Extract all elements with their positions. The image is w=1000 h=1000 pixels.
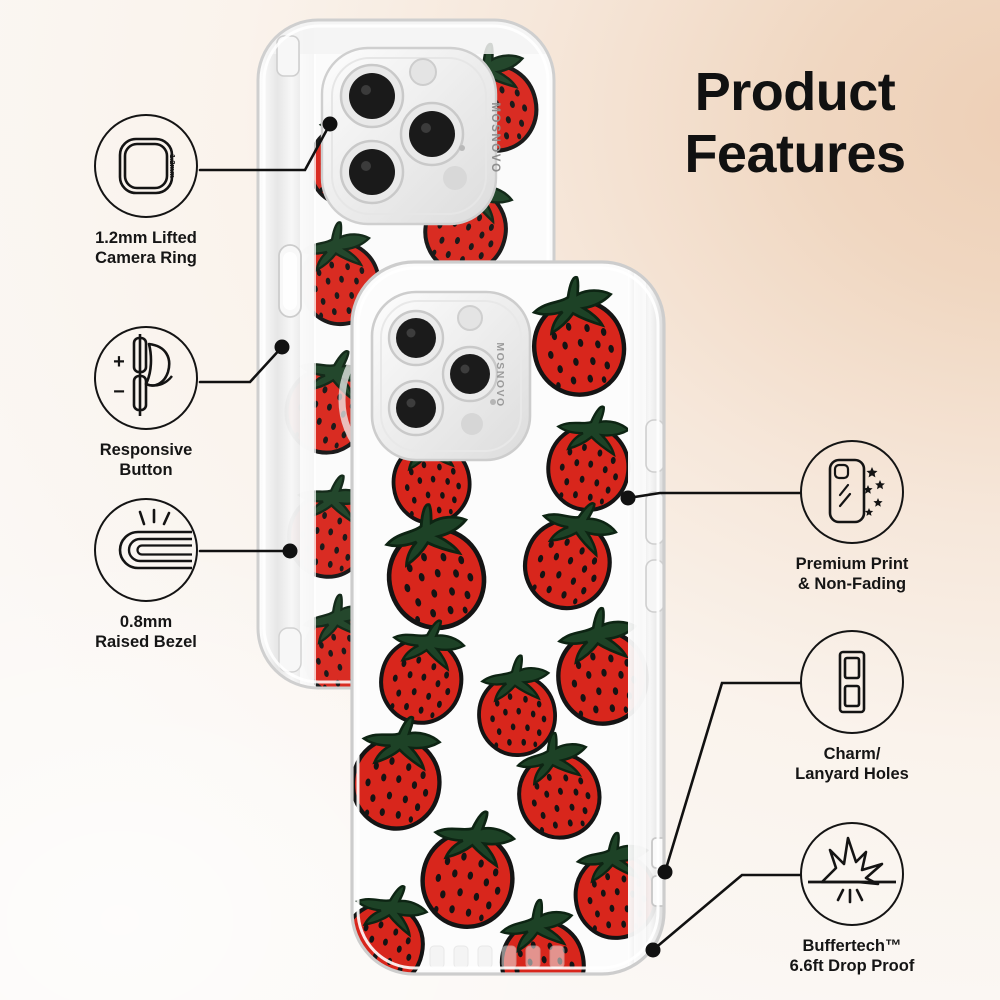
sparkle-case-icon xyxy=(800,440,904,544)
impact-burst-icon xyxy=(800,822,904,926)
feature-raised-bezel: 0.8mm Raised Bezel xyxy=(46,498,246,652)
camera-ring-icon: 1.2mm xyxy=(94,114,198,218)
feature-drop-proof-label: Buffertech™ 6.6ft Drop Proof xyxy=(789,937,915,976)
button-plus-label: + xyxy=(113,351,125,373)
feature-premium-print-label: Premium Print & Non-Fading xyxy=(795,555,909,594)
lanyard-holes-icon xyxy=(800,630,904,734)
camera-ring-value: 1.2mm xyxy=(168,154,177,178)
page-title: Product Features xyxy=(600,62,990,185)
feature-lanyard-holes: Charm/ Lanyard Holes xyxy=(752,630,952,784)
sparkle-stars xyxy=(863,467,885,516)
volume-button-icon: + − xyxy=(94,326,198,430)
feature-responsive-button: + − Responsive Button xyxy=(46,326,246,480)
feature-camera-ring-label: 1.2mm Lifted Camera Ring xyxy=(95,229,197,268)
button-minus-label: − xyxy=(113,381,125,403)
feature-lanyard-holes-label: Charm/ Lanyard Holes xyxy=(795,745,909,784)
feature-drop-proof: Buffertech™ 6.6ft Drop Proof xyxy=(752,822,952,976)
page-title-line1: Product xyxy=(694,62,896,122)
feature-camera-ring: 1.2mm 1.2mm Lifted Camera Ring xyxy=(46,114,246,268)
feature-responsive-button-label: Responsive Button xyxy=(99,441,193,480)
feature-raised-bezel-label: 0.8mm Raised Bezel xyxy=(95,613,197,652)
feature-premium-print: Premium Print & Non-Fading xyxy=(752,440,952,594)
page-title-line2: Features xyxy=(684,123,906,184)
raised-bezel-icon xyxy=(94,498,198,602)
